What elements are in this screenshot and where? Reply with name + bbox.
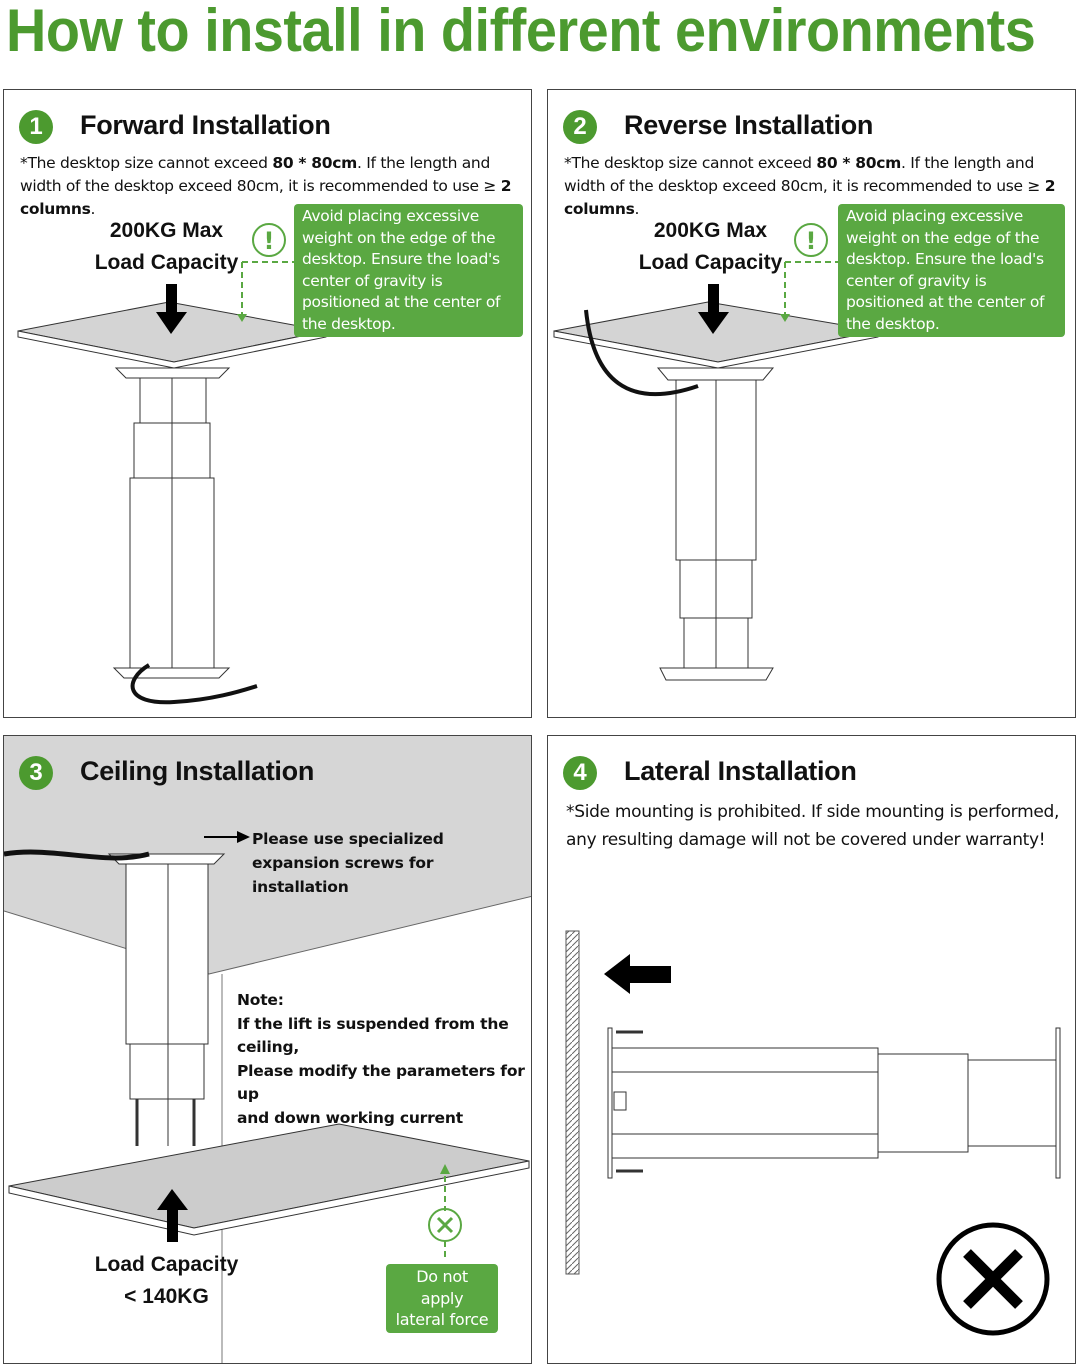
ceiling-installation-panel: 3 Ceiling Installation Please use specia… — [3, 735, 532, 1364]
panel-title: Lateral Installation — [624, 756, 857, 786]
svg-text:!: ! — [264, 227, 275, 255]
ceiling-lift-illustration — [4, 736, 531, 1363]
prohibited-icon — [428, 1208, 462, 1242]
warning-box: Avoid placing excessive weight on the ed… — [294, 204, 523, 337]
panel-title: Reverse Installation — [624, 110, 874, 140]
wall — [565, 930, 580, 1275]
arrow-left-icon — [604, 954, 671, 994]
desktop-size-note: *The desktop size cannot exceed 80 * 80c… — [564, 154, 1056, 218]
lateral-lift-illustration — [565, 930, 1061, 1336]
svg-text:!: ! — [806, 227, 817, 255]
side-mounting-warning: *Side mounting is prohibited. If side mo… — [566, 802, 1060, 850]
load-capacity-label: Load Capacity< 140KG — [94, 1253, 239, 1308]
reverse-lift-illustration: ! — [553, 223, 879, 681]
step-number-badge: 3 — [19, 756, 53, 790]
warning-box: Do not apply lateral force — [386, 1264, 498, 1333]
lateral-installation-panel: 4 Lateral Installation *Side mounting is… — [547, 735, 1076, 1364]
forward-lift-illustration: ! — [17, 223, 327, 705]
page-title: How to install in different environments — [6, 0, 1036, 64]
panel-title: Forward Installation — [80, 110, 331, 140]
panel-title: Ceiling Installation — [80, 756, 315, 786]
step-number-badge: 1 — [19, 110, 53, 144]
forward-installation-panel: ! 1 Forward Installation *The desktop si… — [3, 89, 532, 718]
warning-box: Avoid placing excessive weight on the ed… — [838, 204, 1065, 337]
step-number-badge: 4 — [563, 756, 597, 790]
desktop-size-note: *The desktop size cannot exceed 80 * 80c… — [20, 154, 512, 218]
ceiling-note: Note:If the lift is suspended from the c… — [237, 991, 525, 1127]
step-number-badge: 2 — [563, 110, 597, 144]
reverse-installation-panel: ! 2 Reverse Installation *The desktop si… — [547, 89, 1076, 718]
